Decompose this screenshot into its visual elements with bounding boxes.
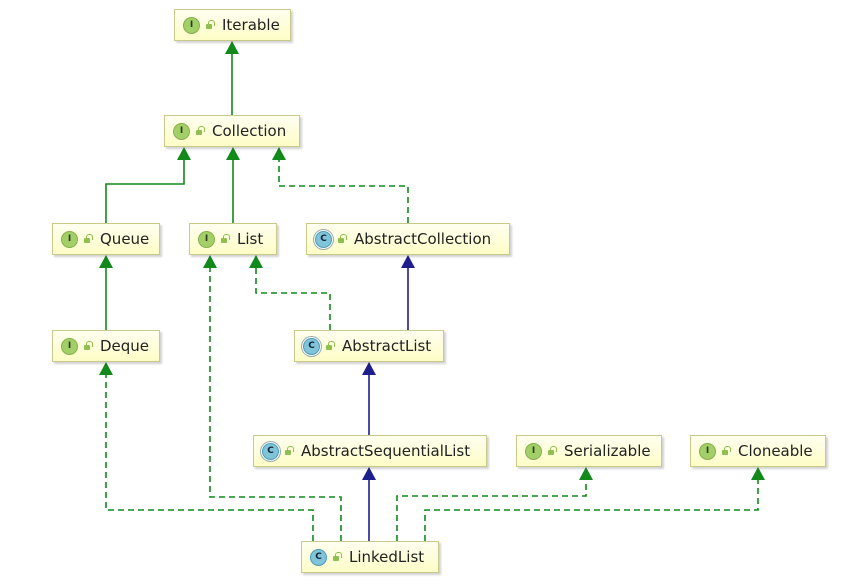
interface-icon: I [173, 122, 190, 140]
edge-line [105, 374, 314, 541]
unlock-icon [337, 234, 347, 244]
unlock-icon [547, 446, 557, 456]
node-abstract-sequential-list[interactable]: C AbstractSequentialList [253, 435, 487, 467]
edge-extends-interface-list-to-collection [226, 147, 240, 223]
node-serializable[interactable]: I Serializable [516, 435, 662, 467]
node-cloneable[interactable]: I Cloneable [690, 435, 826, 467]
edge-line [255, 267, 331, 330]
node-label: Cloneable [738, 442, 813, 460]
arrowhead-icon [362, 467, 376, 480]
edge-line [278, 159, 409, 223]
arrowhead-icon [401, 255, 415, 268]
edge-implements-abstractlist-to-list [249, 255, 331, 330]
node-label: LinkedList [349, 548, 425, 566]
unlock-icon [83, 234, 93, 244]
interface-icon: I [183, 16, 200, 34]
interface-icon: I [61, 337, 78, 355]
interface-icon: I [61, 230, 78, 248]
node-abstract-list[interactable]: C AbstractList [294, 330, 444, 362]
node-label: Iterable [222, 16, 280, 34]
edge-implements-linkedlist-to-cloneable [424, 467, 765, 541]
unlock-icon [83, 341, 93, 351]
node-label: AbstractList [342, 337, 432, 355]
node-deque[interactable]: I Deque [52, 330, 160, 362]
edge-line [424, 479, 759, 541]
interface-icon: I [198, 230, 215, 248]
arrowhead-icon [203, 255, 217, 268]
edge-line [209, 267, 342, 541]
arrowhead-icon [249, 255, 263, 268]
edge-implements-linkedlist-to-list [203, 255, 342, 541]
edge-extends-class-abstractsequentiallist-to-abstractlist [362, 362, 376, 435]
class-icon: C [310, 548, 327, 566]
arrowhead-icon [99, 362, 113, 375]
node-list[interactable]: I List [189, 223, 277, 255]
node-label: AbstractSequentialList [301, 442, 471, 460]
interface-icon: I [525, 442, 542, 460]
edge-extends-interface-queue-to-collection [105, 147, 191, 223]
edge-implements-abstractcollection-to-collection [272, 147, 409, 223]
arrowhead-icon [226, 147, 240, 160]
node-label: Queue [100, 230, 150, 248]
unlock-icon [220, 234, 230, 244]
edge-extends-class-linkedlist-to-abstractsequentiallist [362, 467, 376, 541]
abstract-class-icon: C [262, 442, 279, 460]
node-label: List [237, 230, 264, 248]
arrowhead-icon [272, 147, 286, 160]
interface-icon: I [699, 442, 716, 460]
edge-implements-linkedlist-to-serializable [396, 467, 593, 541]
node-collection[interactable]: I Collection [164, 115, 300, 147]
node-abstract-collection[interactable]: C AbstractCollection [306, 223, 510, 255]
edge-implements-linkedlist-to-deque [99, 362, 314, 541]
arrowhead-icon [177, 147, 191, 160]
node-iterable[interactable]: I Iterable [174, 9, 291, 41]
arrowhead-icon [99, 255, 113, 268]
arrowhead-icon [751, 467, 765, 480]
node-label: AbstractCollection [354, 230, 492, 248]
arrowhead-icon [579, 467, 593, 480]
arrowhead-icon [225, 41, 239, 54]
abstract-class-icon: C [303, 337, 320, 355]
unlock-icon [721, 446, 731, 456]
unlock-icon [325, 341, 335, 351]
node-label: Serializable [564, 442, 651, 460]
edge-line [105, 159, 185, 223]
node-label: Collection [212, 122, 287, 140]
edge-line [396, 479, 587, 541]
edge-extends-class-abstractlist-to-abstractcollection [401, 255, 415, 330]
unlock-icon [284, 446, 294, 456]
node-label: Deque [100, 337, 150, 355]
unlock-icon [205, 20, 215, 30]
arrowhead-icon [362, 362, 376, 375]
node-queue[interactable]: I Queue [52, 223, 160, 255]
unlock-icon [195, 126, 205, 136]
abstract-class-icon: C [315, 230, 332, 248]
unlock-icon [332, 552, 342, 562]
edge-extends-interface-collection-to-iterable [225, 41, 239, 115]
node-linked-list[interactable]: C LinkedList [301, 541, 439, 573]
edge-extends-interface-deque-to-queue [99, 255, 113, 330]
